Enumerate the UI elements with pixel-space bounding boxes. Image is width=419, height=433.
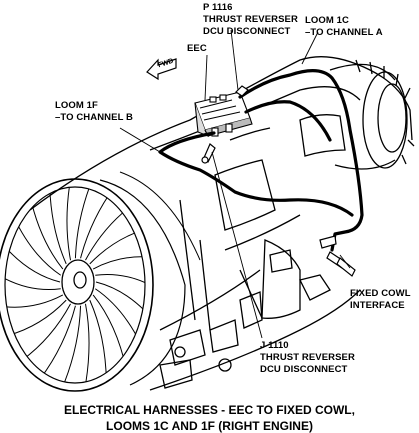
figure-caption: ELECTRICAL HARNESSES - EEC TO FIXED COWL… [64, 403, 355, 433]
label-eec: EEC [187, 43, 207, 54]
fan-blade [7, 299, 67, 336]
inlet-cowl [0, 171, 201, 392]
fan-blade [21, 303, 71, 361]
fan-blade [80, 187, 117, 259]
fan-blade [5, 243, 61, 283]
fan-blade [92, 256, 145, 270]
harness-looms [158, 69, 364, 252]
eec-unit [194, 91, 253, 138]
fan-blade [39, 305, 76, 380]
label-loom-1c: LOOM 1C –TO CHANNEL A [305, 15, 383, 38]
fwd-arrow-icon [146, 58, 177, 81]
leader-lines [119, 29, 351, 339]
fan-blade [66, 187, 73, 261]
fan-blade [83, 303, 90, 383]
label-j1110: J 1110 THRUST REVERSER DCU DISCONNECT [260, 340, 355, 375]
engine-outline [29, 56, 415, 391]
label-loom-1f: LOOM 1F –TO CHANNEL B [55, 100, 134, 123]
fan-blade [95, 273, 145, 290]
fan-blade [85, 203, 135, 261]
label-p1116: P 1116 THRUST REVERSER DCU DISCONNECT [203, 2, 298, 37]
fan-blade [95, 281, 145, 321]
fan-blade [89, 299, 107, 383]
fan-blade [61, 305, 82, 383]
fan-blade [5, 274, 61, 291]
fan-blade [5, 294, 64, 308]
spinner [61, 259, 95, 305]
connectors [201, 85, 356, 277]
fan-blade [74, 187, 95, 259]
label-fixed-cowl-interface: FIXED COWL INTERFACE [350, 288, 411, 311]
